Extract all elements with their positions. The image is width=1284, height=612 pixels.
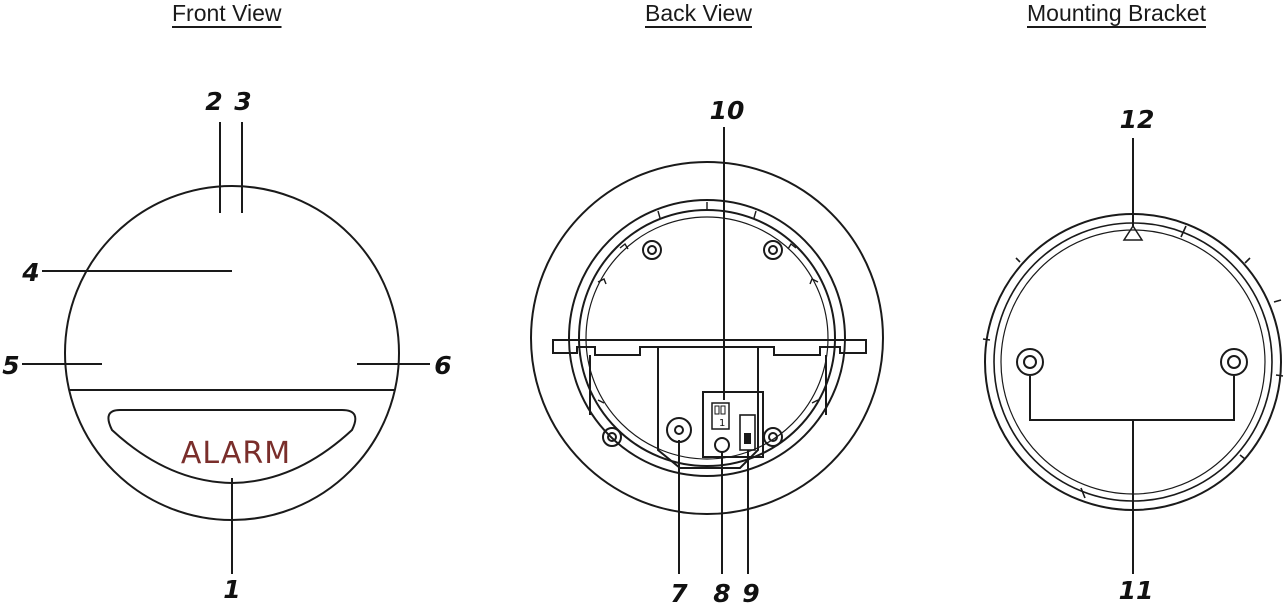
bracket-screw-right bbox=[1220, 348, 1248, 376]
slide-switch-knob bbox=[744, 433, 751, 444]
callout-6: 6 bbox=[434, 351, 451, 380]
callout-2: 2 bbox=[205, 87, 222, 116]
front-view-title: Front View bbox=[172, 0, 282, 26]
callout-9: 9 bbox=[742, 579, 759, 608]
bracket-screw-left bbox=[1016, 348, 1044, 376]
callout-3: 3 bbox=[234, 87, 251, 116]
back-center-bracket bbox=[657, 347, 759, 469]
back-inner-ring-3 bbox=[585, 216, 829, 460]
callout-1: 1 bbox=[223, 575, 240, 604]
slide-switch bbox=[739, 414, 756, 451]
back-inner-ring-2 bbox=[578, 209, 836, 467]
callout-4: 4 bbox=[21, 258, 39, 287]
dip-switch-lever-a bbox=[714, 405, 720, 415]
callout-5: 5 bbox=[2, 351, 19, 380]
dip-switch bbox=[711, 402, 730, 430]
back-inner-ring bbox=[568, 199, 846, 477]
back-mounting-bar bbox=[552, 339, 867, 356]
bracket-screw-right-inner bbox=[1227, 355, 1241, 369]
callout-7: 7 bbox=[670, 579, 688, 608]
dip-switch-lever-b bbox=[720, 405, 726, 415]
front-view-device bbox=[22, 122, 430, 574]
callout-11: 11 bbox=[1119, 576, 1154, 605]
back-view-device bbox=[530, 127, 884, 574]
dip-switch-housing bbox=[702, 391, 764, 458]
leader-11 bbox=[1029, 376, 1235, 574]
power-jack-pin bbox=[674, 425, 684, 435]
back-ring-notches bbox=[597, 202, 819, 404]
dip-switch-label: 1 bbox=[719, 418, 725, 429]
callout-10: 10 bbox=[710, 96, 745, 125]
mounting-bracket-device bbox=[982, 138, 1284, 574]
bracket-tabs bbox=[982, 225, 1284, 499]
callout-8: 8 bbox=[713, 579, 730, 608]
power-jack bbox=[666, 417, 692, 443]
bracket-triangle-marker bbox=[1122, 224, 1144, 241]
bracket-screw-left-inner bbox=[1023, 355, 1037, 369]
callout-12: 12 bbox=[1120, 105, 1155, 134]
reset-button bbox=[714, 437, 730, 453]
alarm-label: ALARM bbox=[181, 436, 291, 471]
back-outer-ring bbox=[530, 161, 884, 515]
back-view-title: Back View bbox=[645, 0, 752, 26]
mounting-bracket-title: Mounting Bracket bbox=[1027, 0, 1206, 26]
